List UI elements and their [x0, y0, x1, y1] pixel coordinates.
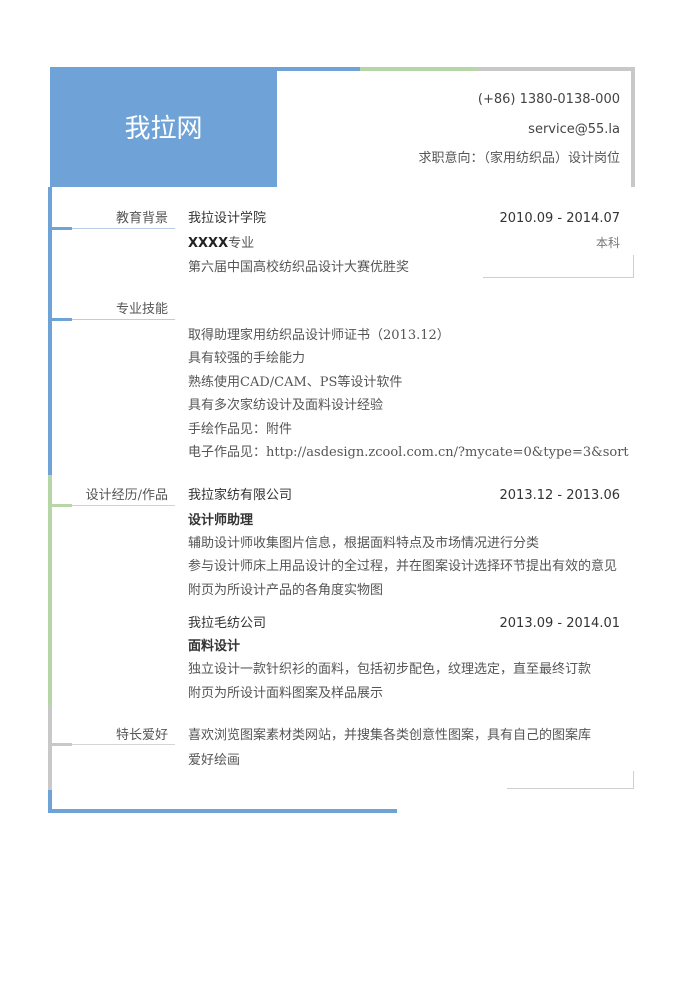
- company-name: 我拉家纺有限公司: [188, 488, 293, 503]
- left-bar-gray: [48, 705, 52, 790]
- bottom-border-blue: [48, 809, 397, 813]
- job-duty: 参与设计师床上用品设计的全过程，并在图案设计选择环节提出有效的意见: [188, 559, 618, 574]
- degree: 本科: [595, 236, 620, 250]
- header-name-block: [50, 67, 277, 187]
- section-divider: [52, 319, 175, 320]
- section-tick: [52, 318, 72, 321]
- skill-item: 熟练使用CAD/CAM、PS等设计软件: [188, 375, 403, 390]
- corner-marker: [633, 255, 634, 277]
- section-divider: [52, 744, 175, 745]
- major: XXXX专业: [188, 235, 254, 253]
- job-date: 2013.12 - 2013.06: [499, 488, 620, 503]
- job-date: 2013.09 - 2014.01: [499, 616, 620, 631]
- skill-item: 手绘作品见：附件: [188, 422, 293, 437]
- left-bar-blue-bottom: [48, 790, 52, 813]
- corner-marker: [507, 788, 634, 789]
- section-label-hobbies: 特长爱好: [115, 728, 168, 743]
- top-border-blue: [277, 67, 360, 71]
- major-suffix: 专业: [228, 236, 255, 251]
- right-border: [631, 67, 635, 187]
- section-tick: [52, 504, 72, 507]
- candidate-name: 我拉网: [124, 114, 203, 144]
- skill-item: 具有多次家纺设计及面料设计经验: [188, 398, 384, 413]
- education-date: 2010.09 - 2014.07: [499, 211, 620, 226]
- major-name: XXXX: [188, 236, 229, 251]
- section-label-education: 教育背景: [115, 211, 168, 226]
- school-name: 我拉设计学院: [188, 211, 267, 226]
- section-label-experience: 设计经历/作品: [85, 488, 168, 503]
- job-duty: 辅助设计师收集图片信息，根据面料特点及市场情况进行分类: [188, 536, 540, 551]
- phone-number: (+86) 1380-0138-000: [477, 92, 620, 107]
- corner-marker: [633, 771, 634, 788]
- skill-item-portfolio-link: 电子作品见：http://asdesign.zcool.com.cn/?myca…: [188, 445, 629, 460]
- job-duty: 附页为所设计产品的各角度实物图: [188, 583, 384, 598]
- top-border-green: [360, 67, 478, 71]
- award: 第六届中国高校纺织品设计大赛优胜奖: [188, 260, 410, 275]
- skill-item: 取得助理家用纺织品设计师证书（2013.12）: [188, 328, 450, 343]
- corner-marker: [483, 277, 634, 278]
- company-name: 我拉毛纺公司: [188, 616, 267, 631]
- hobby-item: 喜欢浏览图案素材类网站，并搜集各类创意性图案，具有自己的图案库: [188, 728, 592, 743]
- job-title: 面料设计: [188, 639, 241, 654]
- left-bar-green: [48, 475, 52, 705]
- section-tick: [52, 227, 72, 230]
- section-divider: [52, 228, 175, 229]
- skill-item: 具有较强的手绘能力: [188, 351, 306, 366]
- job-objective: 求职意向：（家用纺织品）设计岗位: [418, 151, 620, 166]
- section-label-skills: 专业技能: [115, 302, 168, 317]
- hobby-item: 爱好绘画: [188, 753, 241, 768]
- job-duty: 独立设计一款针织衫的面料，包括初步配色，纹理选定，直至最终订款: [188, 662, 592, 677]
- left-bar-blue: [48, 187, 52, 475]
- section-divider: [52, 505, 175, 506]
- section-tick: [52, 743, 72, 746]
- job-duty: 附页为所设计面料图案及样品展示: [188, 686, 384, 701]
- job-title: 设计师助理: [188, 513, 254, 528]
- top-border-gray: [478, 67, 635, 71]
- email-address: service@55.la: [528, 122, 620, 137]
